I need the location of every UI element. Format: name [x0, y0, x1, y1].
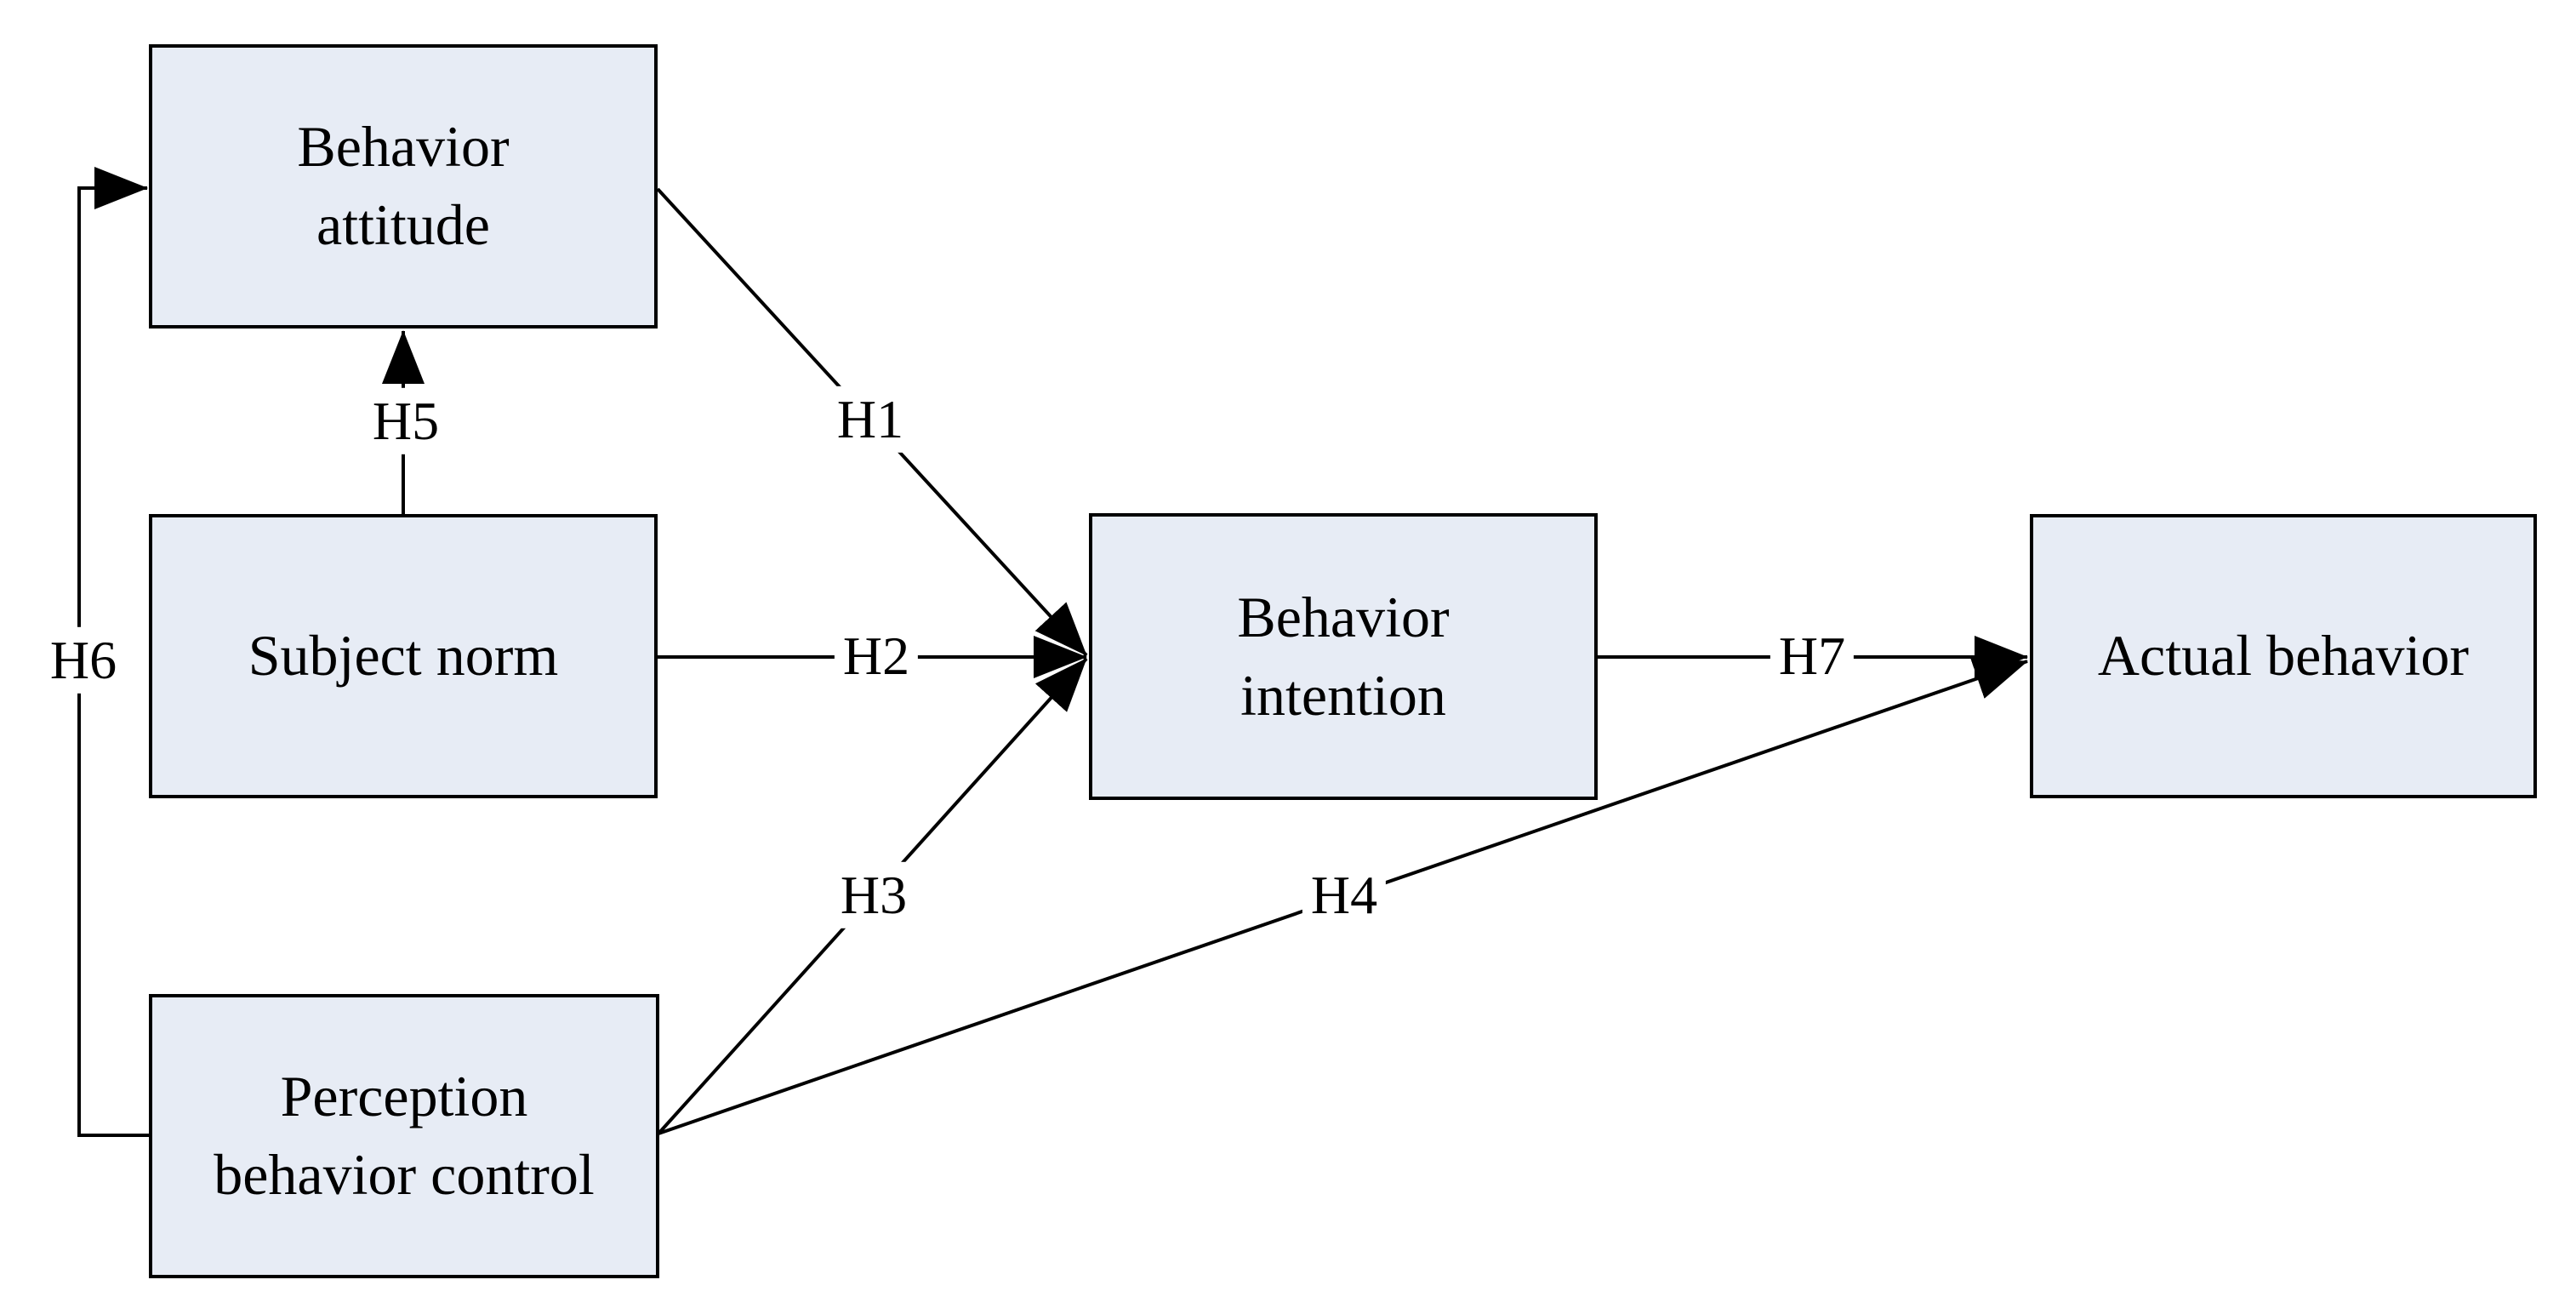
node-actual-behavior: Actual behavior	[2030, 514, 2537, 798]
node-behavior-attitude-label: Behavior attitude	[297, 114, 510, 257]
edge-label-h6: H6	[41, 626, 126, 694]
node-behavior-intention: Behavior intention	[1089, 513, 1598, 800]
node-behavior-attitude: Behavior attitude	[149, 44, 658, 328]
edge-label-h7: H7	[1770, 622, 1855, 690]
edge-label-h3: H3	[831, 861, 916, 929]
node-perception-behavior-control: Perception behavior control	[149, 994, 659, 1278]
edge-label-h4: H4	[1302, 861, 1387, 929]
node-actual-behavior-label: Actual behavior	[2097, 623, 2470, 688]
node-subject-norm: Subject norm	[149, 514, 658, 798]
node-behavior-intention-label: Behavior intention	[1237, 584, 1450, 728]
edge-label-h2: H2	[834, 622, 919, 690]
edge-label-h5: H5	[363, 387, 448, 455]
edge-label-h1: H1	[828, 386, 913, 454]
node-perception-behavior-control-label: Perception behavior control	[214, 1064, 595, 1207]
node-subject-norm-label: Subject norm	[248, 623, 559, 688]
